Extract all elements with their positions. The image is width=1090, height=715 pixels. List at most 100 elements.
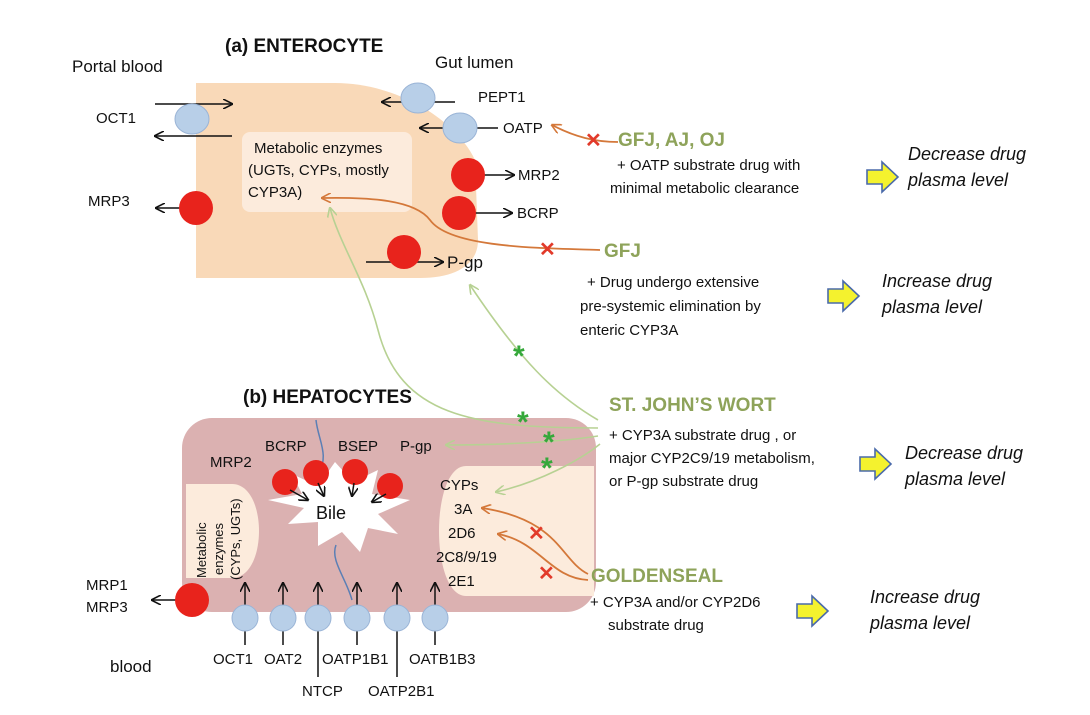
hep-mrp2-label: MRP2 [210,454,252,471]
pgp-label: P-gp [447,253,483,272]
sjw-to-hep-pgp-arrow [446,435,599,445]
herb-st-johns-wort: ST. JOHN’S WORT [609,395,776,416]
hep-bsep-transporter [342,459,368,485]
hep-bsep-label: BSEP [338,438,378,455]
hep-bcrp-arrow [318,482,324,496]
condition-4-line-1: + CYP3A and/or CYP2D6 [590,594,761,611]
hep-mrp2-arrow [289,489,308,500]
cyp-label-header: CYPs [440,477,478,494]
hepatocyte-enzymes-label-2: enzymes [211,522,226,575]
hepatocyte-enzymes-label-1: Metabolic [194,522,209,578]
uptake-oatp2b1-label: OATP2B1 [368,683,434,700]
uptake-oatp1b1 [343,604,371,632]
uptake-oatb1b3-label: OATB1B3 [409,651,475,668]
bcrp-transporter [442,196,476,230]
effect-1-line-1: Decrease drug [908,144,1026,164]
enterocyte-enzymes-label-3: CYP3A) [248,184,302,201]
gfj-aj-oj-inhibit-arrow [552,125,619,143]
uptake-oatp2b1 [383,604,411,632]
bile-label: Bile [316,503,346,523]
uptake-oat2-label: OAT2 [264,651,302,668]
hepatocytes-title: (b) HEPATOCYTES [243,387,412,408]
enterocyte-title: (a) ENTEROCYTE [225,36,383,57]
hep-mrp1-label: MRP1 [86,577,128,594]
effect-1-line-2: plasma level [907,170,1009,190]
sjw-induction-star-1: * [513,340,525,373]
hep-pgp-label: P-gp [400,438,432,455]
uptake-oct1 [231,604,259,632]
condition-2-line-3: enteric CYP3A [580,322,678,339]
effect-2-line-1: Increase drug [882,271,992,291]
sjw-to-pgp-arrow [470,285,599,421]
hep-mrp3-label: MRP3 [86,599,128,616]
hepatocyte-cyp-box [439,466,594,596]
uptake-ntcp-label: NTCP [302,683,343,700]
uptake-ntcp [304,604,332,632]
cyp-label-2e1: 2E1 [448,573,475,590]
herb-goldenseal: GOLDENSEAL [591,566,723,587]
enterocyte-enzymes-label-2: (UGTs, CYPs, mostly [248,162,389,179]
pgp-transporter [387,235,421,269]
goldenseal-to-2d6-arrow [498,534,589,581]
sjw-induction-star-4: * [541,452,553,485]
result-arrow-4 [796,594,830,628]
condition-3-line-3: or P-gp substrate drug [609,473,758,490]
hep-mrp2-transporter [272,469,298,495]
blood-label: blood [110,657,152,676]
oatp-label: OATP [503,120,543,137]
hepatocyte-enzymes-label-3: (CYPs, UGTs) [228,498,243,580]
result-arrow-2 [827,279,861,313]
hep-bsep-arrow [352,482,354,496]
hep-pgp-arrow [372,494,387,502]
uptake-oatp1b1-label: OATP1B1 [322,651,388,668]
hep-efflux-transporter [175,583,209,617]
oatp-transporter [442,112,478,144]
enterocyte-enzyme-box [242,132,412,212]
uptake-oct1-label: OCT1 [213,651,253,668]
pept1-label: PEPT1 [478,89,526,106]
hep-bcrp-transporter [303,460,329,486]
cyp-label-2d6: 2D6 [448,525,476,542]
goldenseal-block-mark-2: ✕ [538,563,555,585]
condition-4-line-2: substrate drug [608,617,704,634]
condition-2-line-1: + Drug undergo extensive [587,274,759,291]
bcrp-label: BCRP [517,205,559,222]
portal-blood-label: Portal blood [72,57,163,76]
mrp2-label: MRP2 [518,167,560,184]
sjw-to-cyps-arrow [496,443,601,492]
gfj-inhibit-arrow [322,198,601,251]
gut-lumen-label: Gut lumen [435,53,513,72]
mrp2-transporter [451,158,485,192]
hep-pgp-transporter [377,473,403,499]
herb-gfj: GFJ [604,241,641,262]
uptake-oatb1b3 [421,604,449,632]
result-arrow-3 [859,447,893,481]
result-arrow-1 [866,160,900,194]
cyp-label-2c8: 2C8/9/19 [436,549,497,566]
effect-3-line-2: plasma level [904,469,1006,489]
effect-2-line-2: plasma level [881,297,983,317]
gfj-block-mark: ✕ [539,239,556,261]
sjw-induction-star-2: * [517,406,529,439]
cyp-label-3a: 3A [454,501,472,518]
condition-2-line-2: pre-systemic elimination by [580,298,761,315]
herb-gfj-aj-oj: GFJ, AJ, OJ [618,130,725,151]
hepatocyte-enzyme-box [186,484,259,578]
bile-canaliculus [268,462,410,552]
condition-3-line-2: major CYP2C9/19 metabolism, [609,450,815,467]
oct1-transporter [174,103,210,135]
condition-1-line-2: minimal metabolic clearance [610,180,799,197]
effect-4-line-1: Increase drug [870,587,980,607]
pept1-transporter [400,82,436,114]
effect-4-line-2: plasma level [869,613,971,633]
mrp3-label: MRP3 [88,193,130,210]
mrp3-transporter [179,191,213,225]
goldenseal-to-3a-arrow [482,508,589,575]
oct1-label: OCT1 [96,110,136,127]
uptake-oat2 [269,604,297,632]
gfj-aj-oj-block-mark: ✕ [585,130,602,152]
condition-1-line-1: + OATP substrate drug with [617,157,800,174]
condition-3-line-1: + CYP3A substrate drug , or [609,427,796,444]
canaliculus-line-bottom [333,544,353,601]
